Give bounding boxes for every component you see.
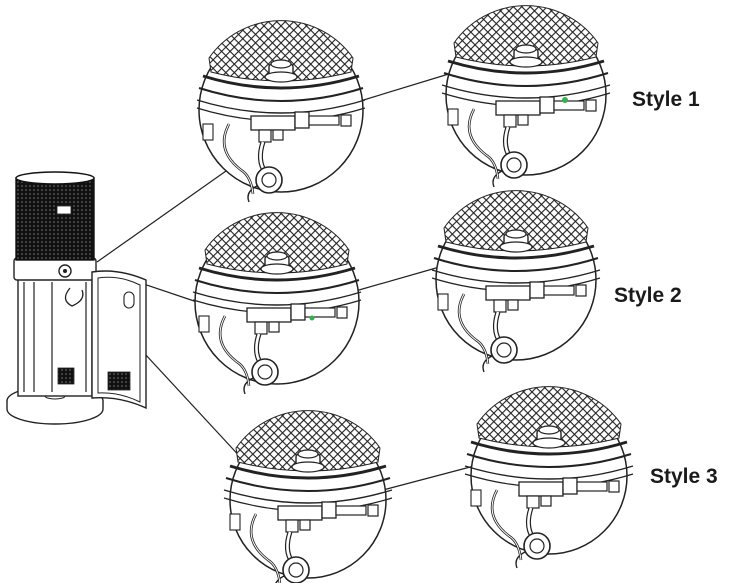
patio-heater-icon [6,171,147,425]
green-marker-icon [309,315,315,321]
green-marker-icon [562,97,568,103]
style-2-label: Style 2 [614,284,682,307]
detail-style-1-left [197,21,365,202]
detail-style-1-right [442,6,610,187]
style-1-label: Style 1 [632,88,700,111]
detail-style-2-right [432,191,600,372]
detail-style-3-right [465,387,633,568]
style-3-label: Style 3 [650,465,718,488]
detail-style-2-left [193,213,361,394]
detail-style-3-left [224,411,392,583]
